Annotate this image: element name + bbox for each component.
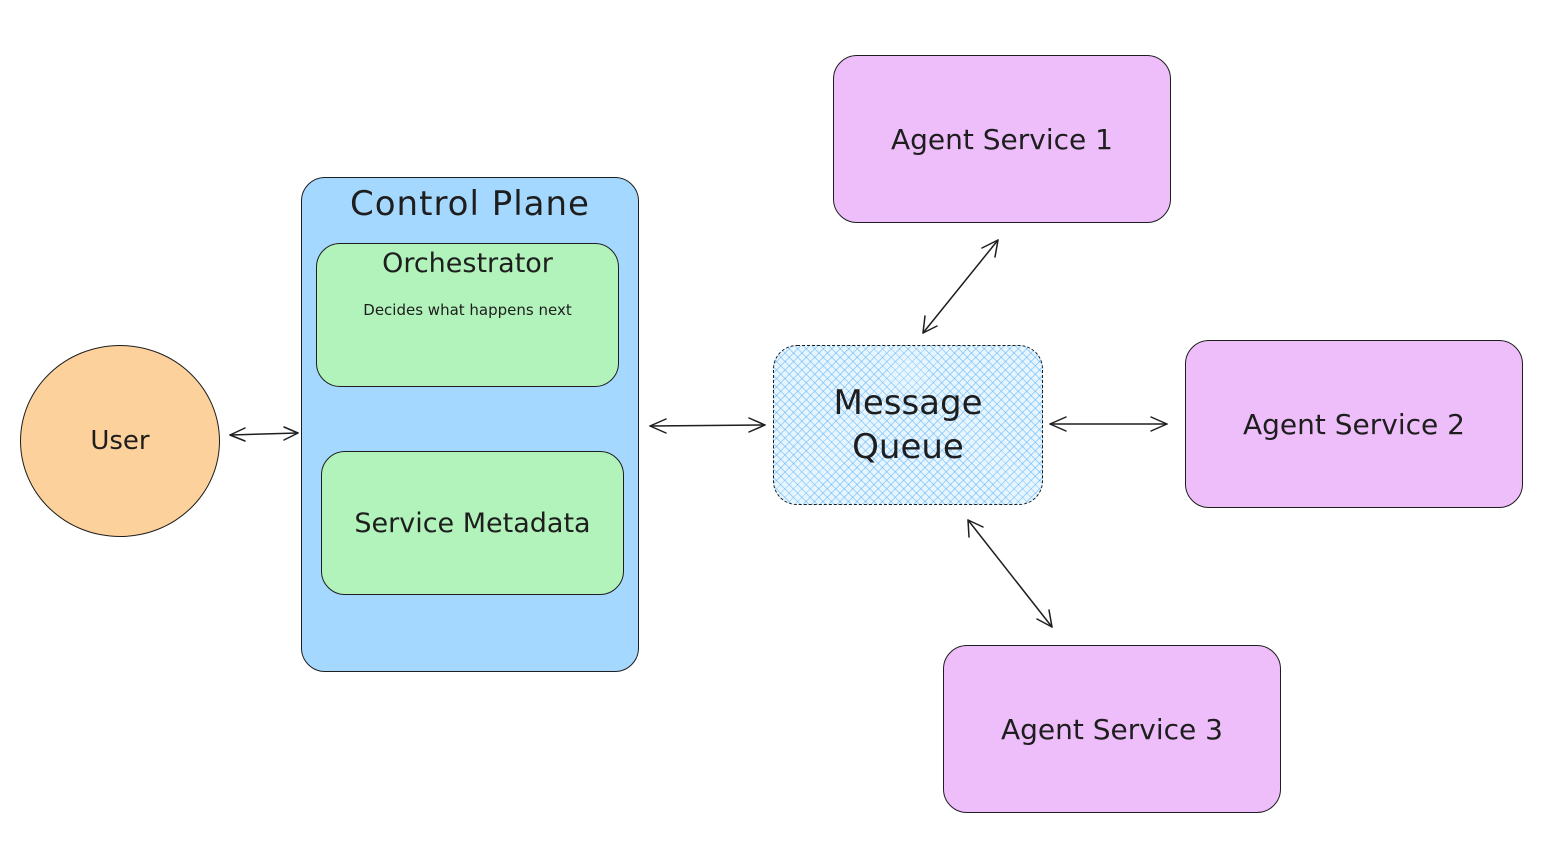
orchestrator-description: Decides what happens next — [363, 301, 572, 319]
control-plane-title: Control Plane — [350, 184, 590, 224]
message-queue-label-line1: Message — [833, 383, 983, 423]
agent-service-3-node: Agent Service 3 — [943, 645, 1281, 813]
arrow-control-plane-queue — [649, 417, 766, 434]
agent-service-1-label: Agent Service 1 — [891, 122, 1113, 156]
arrow-user-control-plane — [229, 426, 299, 442]
agent-service-2-node: Agent Service 2 — [1185, 340, 1523, 508]
service-metadata-label: Service Metadata — [354, 507, 591, 539]
orchestrator-title: Orchestrator — [382, 248, 553, 279]
arrow-queue-agent-3 — [967, 519, 1053, 628]
orchestrator-box: Orchestrator Decides what happens next — [316, 243, 619, 387]
message-queue-node: Message Queue — [773, 345, 1043, 505]
user-label: User — [90, 426, 150, 456]
agent-service-1-node: Agent Service 1 — [833, 55, 1171, 223]
service-metadata-box: Service Metadata — [321, 451, 624, 595]
arrow-queue-agent-1 — [922, 239, 999, 334]
message-queue-label-line2: Queue — [852, 427, 964, 467]
user-node: User — [20, 345, 220, 537]
arrow-queue-agent-2 — [1049, 416, 1168, 432]
agent-service-3-label: Agent Service 3 — [1001, 712, 1223, 746]
agent-service-2-label: Agent Service 2 — [1243, 407, 1465, 441]
